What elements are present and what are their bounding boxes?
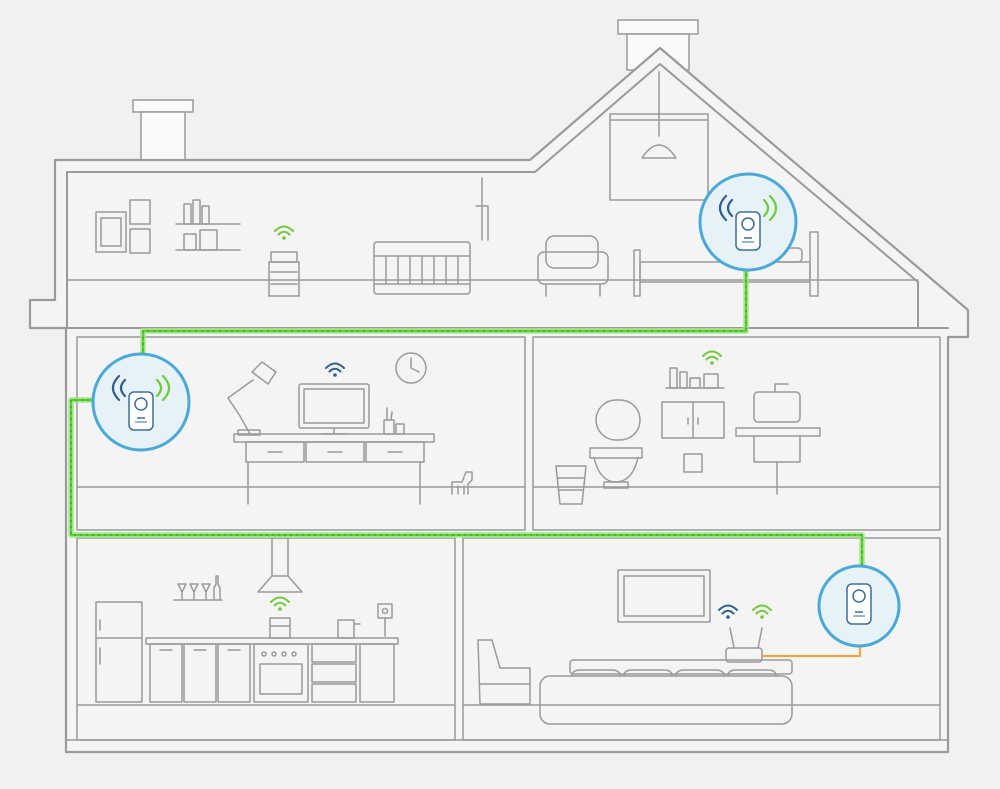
dog-figure	[451, 471, 473, 495]
ethernet-cable	[762, 644, 861, 657]
living-room-furniture	[477, 569, 793, 725]
desk-lamp	[227, 361, 277, 436]
baby-monitor	[268, 251, 300, 297]
sofa	[539, 659, 793, 725]
powerline-adapter-icon	[846, 583, 872, 625]
office-adapter	[91, 352, 191, 452]
attic-furniture	[95, 71, 819, 297]
desk	[233, 433, 435, 505]
attic-adapter	[698, 172, 798, 272]
shelf-items	[665, 367, 725, 389]
book-shelf	[175, 199, 241, 251]
powerline-adapter-icon	[128, 391, 154, 431]
trash-bin	[555, 465, 587, 505]
sink	[735, 383, 821, 495]
picture-frame	[95, 211, 127, 253]
wifi-signal-icon	[718, 194, 778, 222]
wall-tile	[683, 453, 703, 473]
wine-glasses-shelf	[173, 575, 223, 601]
oven	[253, 643, 309, 703]
picture-frame	[129, 199, 151, 225]
left-chimney	[132, 99, 194, 161]
kitchen-counter	[145, 637, 399, 703]
wall-socket	[377, 603, 393, 637]
bathroom-furniture	[555, 350, 821, 505]
office-furniture	[227, 352, 473, 505]
wall-clock	[395, 352, 427, 384]
crib	[373, 241, 471, 295]
armchair	[537, 235, 609, 297]
office-room	[76, 336, 526, 531]
toilet	[589, 399, 643, 489]
powerline-cable	[68, 268, 865, 578]
picture-frame	[129, 228, 151, 254]
fridge	[95, 601, 143, 703]
bathroom-room	[532, 336, 941, 531]
powerline-adapter-icon	[735, 211, 761, 251]
wifi-signal-icon	[111, 374, 171, 402]
attic-window-lamp	[609, 71, 709, 201]
wall-tv	[617, 569, 711, 623]
kitchen-furniture	[95, 537, 399, 703]
living-armchair	[477, 639, 531, 705]
wall-cabinet	[661, 401, 725, 439]
living-room-adapter	[817, 564, 901, 648]
